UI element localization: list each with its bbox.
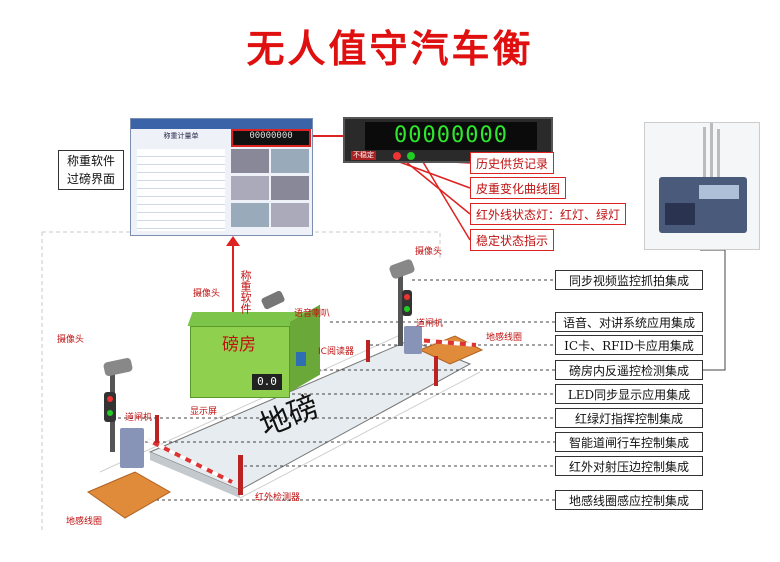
feature-video-capture: 同步视频监控抓拍集成 [555,270,703,290]
software-screenshot: 称重计量单 00000000 [130,118,313,236]
feature-voice-intercom: 语音、对讲系统应用集成 [555,312,703,332]
right-pole [398,274,403,346]
stable-indicator-label: 稳定状态指示 [470,229,555,251]
feature-barrier-gate: 智能道闸行车控制集成 [555,432,703,452]
software-label-line2: 过磅界面 [66,172,115,186]
feature-traffic-light: 红绿灯指挥控制集成 [555,408,703,428]
feature-ground-coil: 地感线圈感应控制集成 [555,490,703,510]
tare-curve-label: 皮重变化曲线图 [470,177,567,199]
unstable-badge: 不稳定 [351,151,376,160]
software-label-line1: 称重软件 [66,154,115,168]
display-screen-label: 显示屏 [190,407,218,417]
weight-readout: 00000000 [365,122,537,150]
gate-right-label: 道闸机 [416,319,444,329]
speaker-label: 语音喇叭 [294,309,331,319]
booth-label: 磅房 [222,335,256,355]
camera-right-label: 摄像头 [415,247,443,257]
feature-infrared-edge: 红外对射压边控制集成 [555,456,703,476]
feature-anti-remote: 磅房内反遥控检测集成 [555,360,703,380]
infrared-lamp-label: 红外线状态灯：红灯、绿灯 [470,203,627,225]
right-traffic-light-icon [402,290,412,316]
controller-device-image [644,122,760,250]
software-label: 称重软件 过磅界面 [58,150,124,190]
ir-detector-label: 红外检测器 [255,493,301,503]
status-lamp-red-icon [393,152,401,160]
gate-left-label: 道闸机 [125,413,153,423]
camera-booth-label: 摄像头 [193,289,221,299]
booth-window [296,352,306,366]
feature-led-display: LED同步显示应用集成 [555,384,703,404]
screen-readout: 00000000 [249,131,293,141]
software-vertical-label: 称重软件 [239,270,252,314]
history-record-label: 历史供货记录 [470,152,555,174]
feature-ic-rfid: IC卡、RFID卡应用集成 [555,335,703,355]
coil-right-label: 地感线圈 [486,333,523,343]
booth-display-screen [252,374,282,390]
coil-left-label: 地感线圈 [66,517,103,527]
booth-readout: 0.0 [257,375,277,388]
ic-reader-label: IC阅读器 [318,347,354,357]
camera-left-label: 摄像头 [57,335,85,345]
screen-header: 称重计量单 [163,132,199,140]
right-gate-cabinet [404,326,422,354]
left-gate-cabinet [120,428,144,468]
page-title: 无人值守汽车衡 [246,27,534,71]
status-lamp-green-icon [407,152,415,160]
